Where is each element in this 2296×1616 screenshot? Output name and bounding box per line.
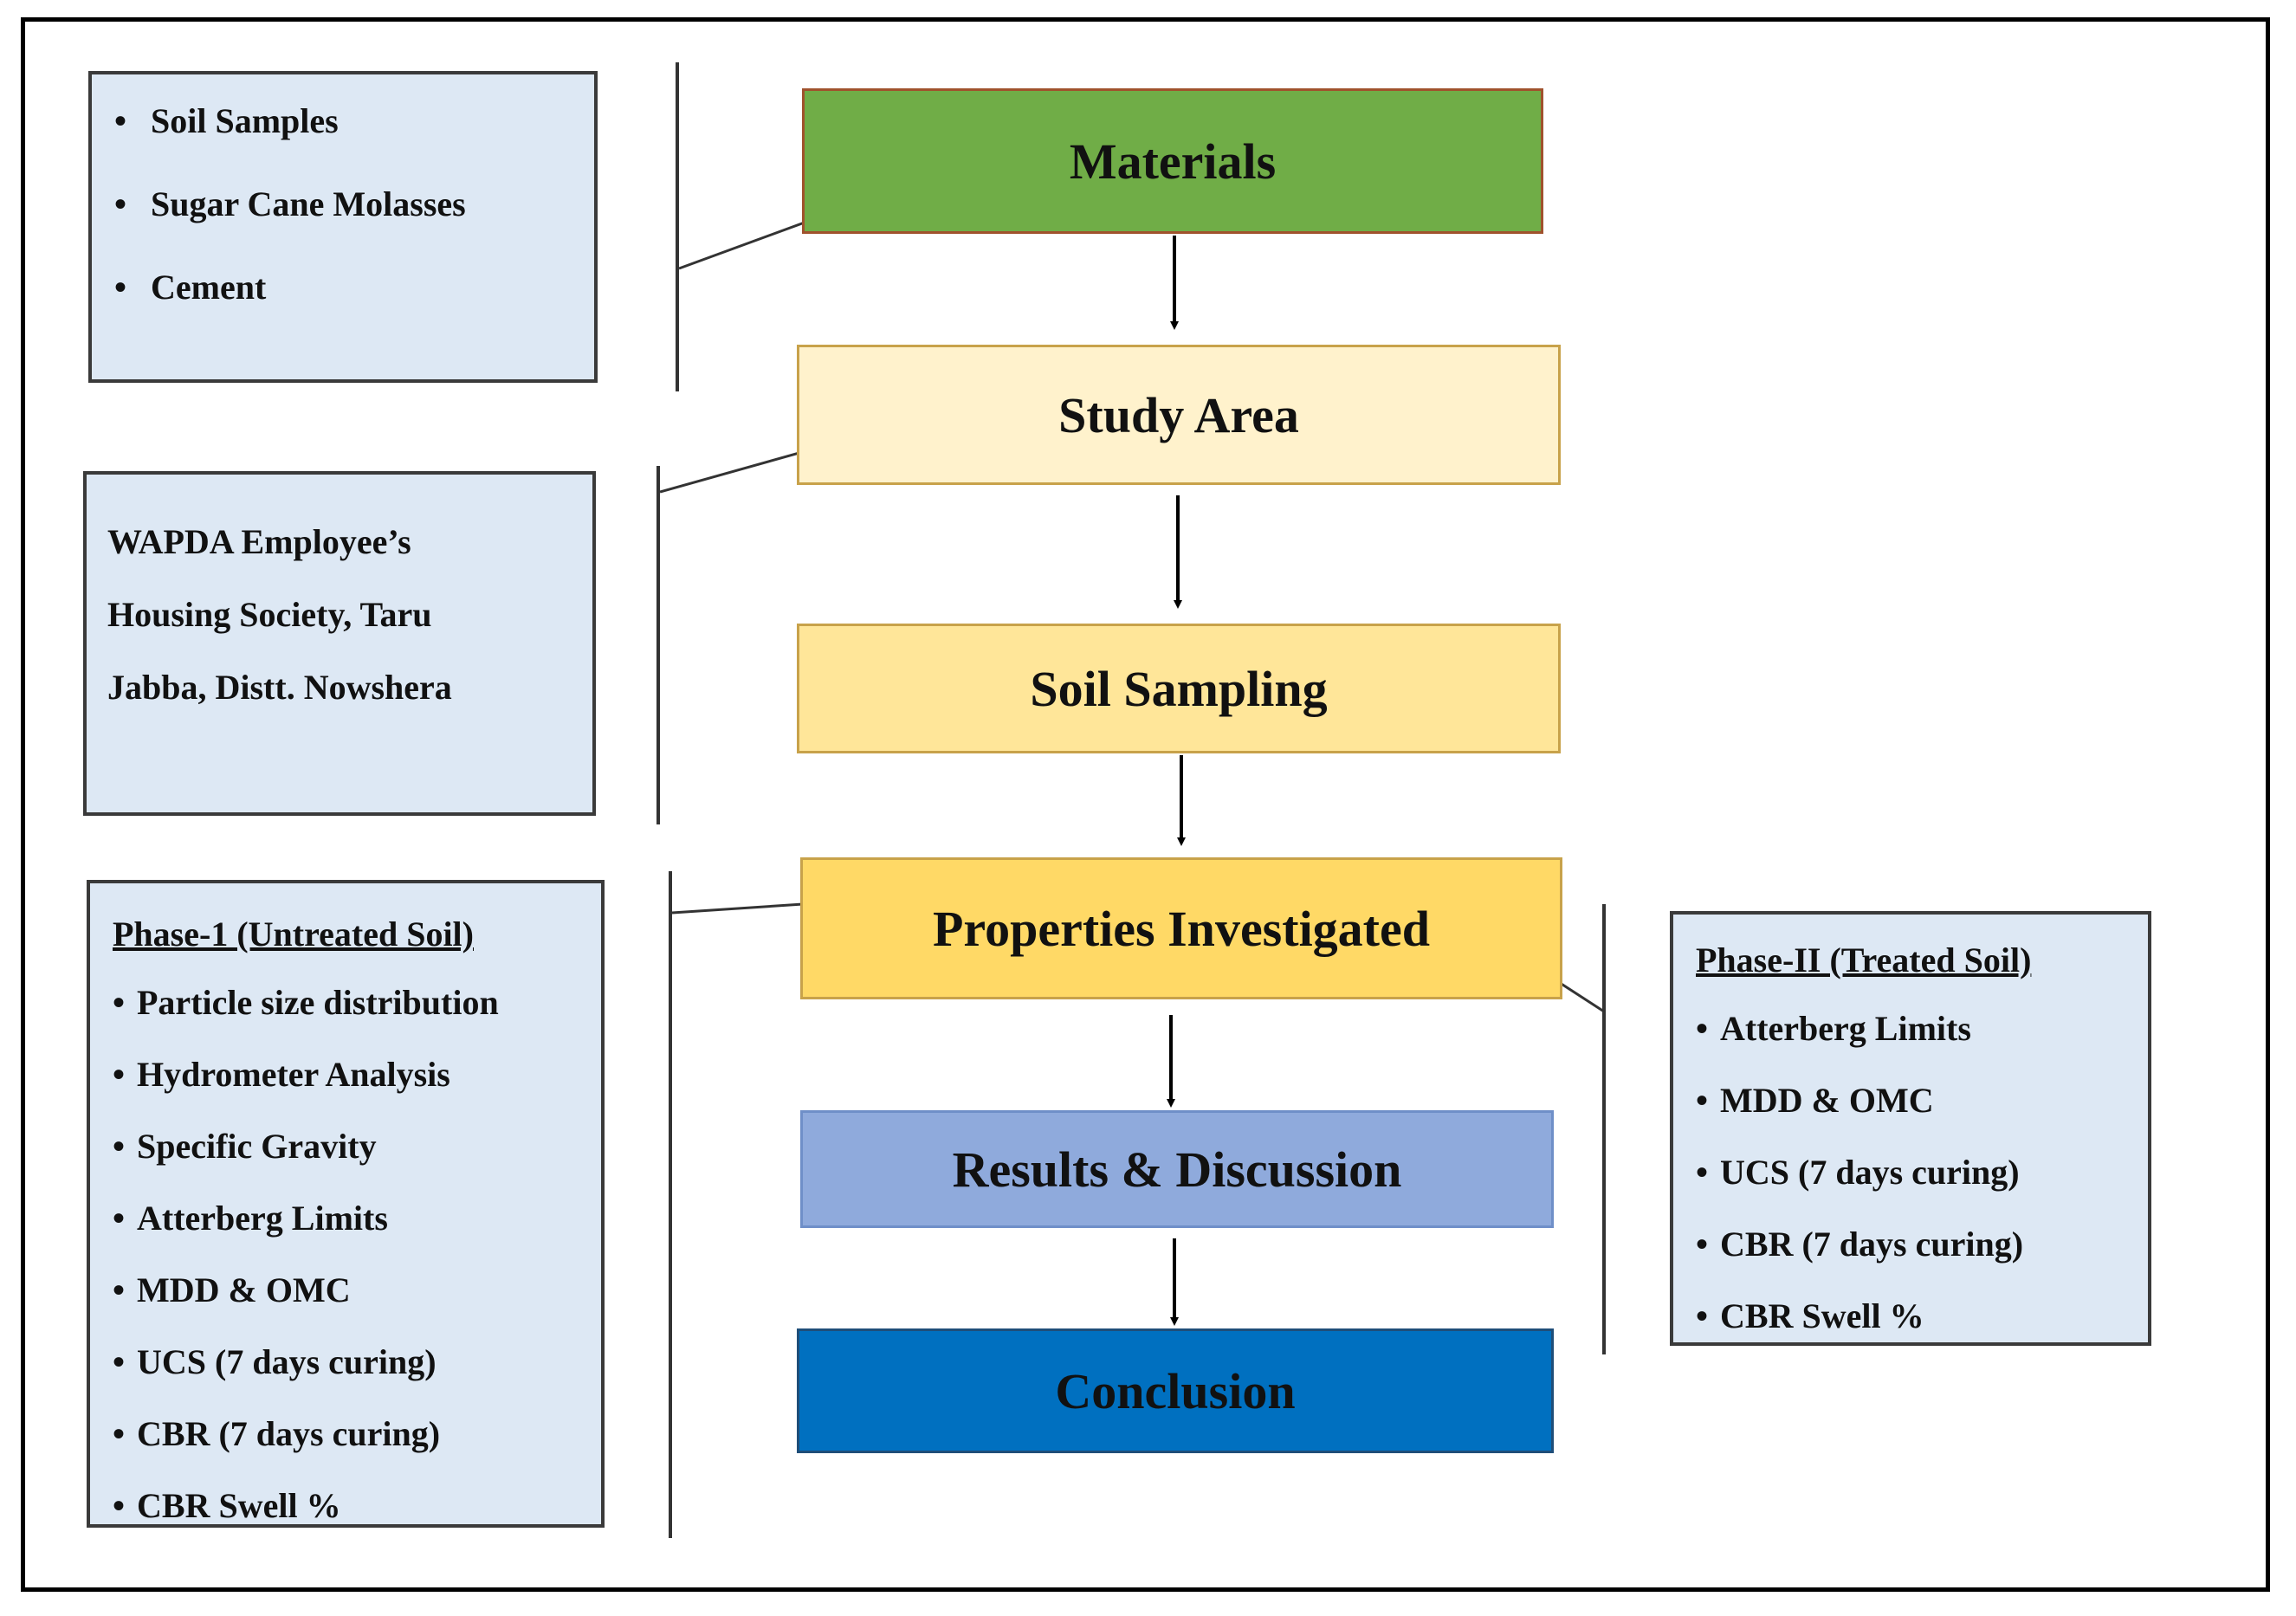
- list-item: •MDD & OMC: [1696, 1075, 2148, 1147]
- bullet-icon: •: [113, 1414, 126, 1453]
- phase2-heading: Phase-II (Treated Soil): [1696, 941, 2032, 979]
- list-item: •MDD & OMC: [113, 1264, 601, 1336]
- conclusion-box: Conclusion: [797, 1328, 1554, 1453]
- list-item: •Sugar Cane Molasses: [114, 184, 466, 223]
- outer-frame: [21, 17, 2270, 1592]
- phase2-box: Phase-II (Treated Soil) •Atterberg Limit…: [1670, 911, 2151, 1346]
- properties-investigated-box: Properties Investigated: [800, 857, 1562, 999]
- bullet-icon: •: [114, 268, 127, 307]
- bullet-icon: •: [1696, 1081, 1709, 1120]
- bullet-icon: •: [114, 101, 127, 140]
- bullet-icon: •: [1696, 1153, 1709, 1192]
- phase1-box: Phase-1 (Untreated Soil) •Particle size …: [87, 880, 605, 1528]
- list-item: •CBR Swell %: [113, 1480, 601, 1552]
- bullet-icon: •: [113, 1270, 126, 1309]
- list-item: •Atterberg Limits: [1696, 1003, 2148, 1075]
- list-item: •Hydrometer Analysis: [113, 1049, 601, 1121]
- results-discussion-label: Results & Discussion: [952, 1141, 1402, 1198]
- bullet-icon: •: [113, 1486, 126, 1525]
- list-item: •Particle size distribution: [113, 977, 601, 1049]
- study-area-detail-box: WAPDA Employee’s Housing Society, Taru J…: [83, 471, 596, 816]
- list-item: •Specific Gravity: [113, 1121, 601, 1193]
- list-item: •CBR Swell %: [1696, 1290, 2148, 1362]
- list-item: •CBR (7 days curing): [113, 1408, 601, 1480]
- conclusion-label: Conclusion: [1055, 1362, 1296, 1419]
- bullet-icon: •: [113, 1055, 126, 1094]
- bullet-icon: •: [113, 1199, 126, 1238]
- list-item: •UCS (7 days curing): [113, 1336, 601, 1408]
- study-area-box: Study Area: [797, 345, 1561, 485]
- study-area-label: Study Area: [1058, 386, 1299, 443]
- list-item: •Atterberg Limits: [113, 1193, 601, 1264]
- properties-investigated-label: Properties Investigated: [933, 900, 1430, 957]
- study-area-line: WAPDA Employee’s: [107, 522, 411, 561]
- list-item: •Soil Samples: [114, 101, 339, 140]
- bullet-icon: •: [1696, 1296, 1709, 1335]
- phase1-heading: Phase-1 (Untreated Soil): [113, 915, 474, 953]
- study-area-line: Jabba, Distt. Nowshera: [107, 668, 452, 707]
- bullet-icon: •: [114, 184, 127, 223]
- bullet-icon: •: [1696, 1225, 1709, 1264]
- bullet-icon: •: [113, 1342, 126, 1381]
- bullet-icon: •: [113, 983, 126, 1022]
- list-item: •UCS (7 days curing): [1696, 1147, 2148, 1218]
- study-area-line: Housing Society, Taru: [107, 595, 432, 634]
- list-item: •Cement: [114, 268, 267, 307]
- soil-sampling-box: Soil Sampling: [797, 624, 1561, 753]
- materials-label: Materials: [1069, 133, 1277, 190]
- soil-sampling-label: Soil Sampling: [1030, 660, 1328, 717]
- bullet-icon: •: [1696, 1009, 1709, 1048]
- materials-box: Materials: [802, 88, 1543, 234]
- materials-list-box: •Soil Samples •Sugar Cane Molasses •Ceme…: [88, 71, 598, 383]
- results-discussion-box: Results & Discussion: [800, 1110, 1554, 1228]
- list-item: •CBR (7 days curing): [1696, 1218, 2148, 1290]
- bullet-icon: •: [113, 1127, 126, 1166]
